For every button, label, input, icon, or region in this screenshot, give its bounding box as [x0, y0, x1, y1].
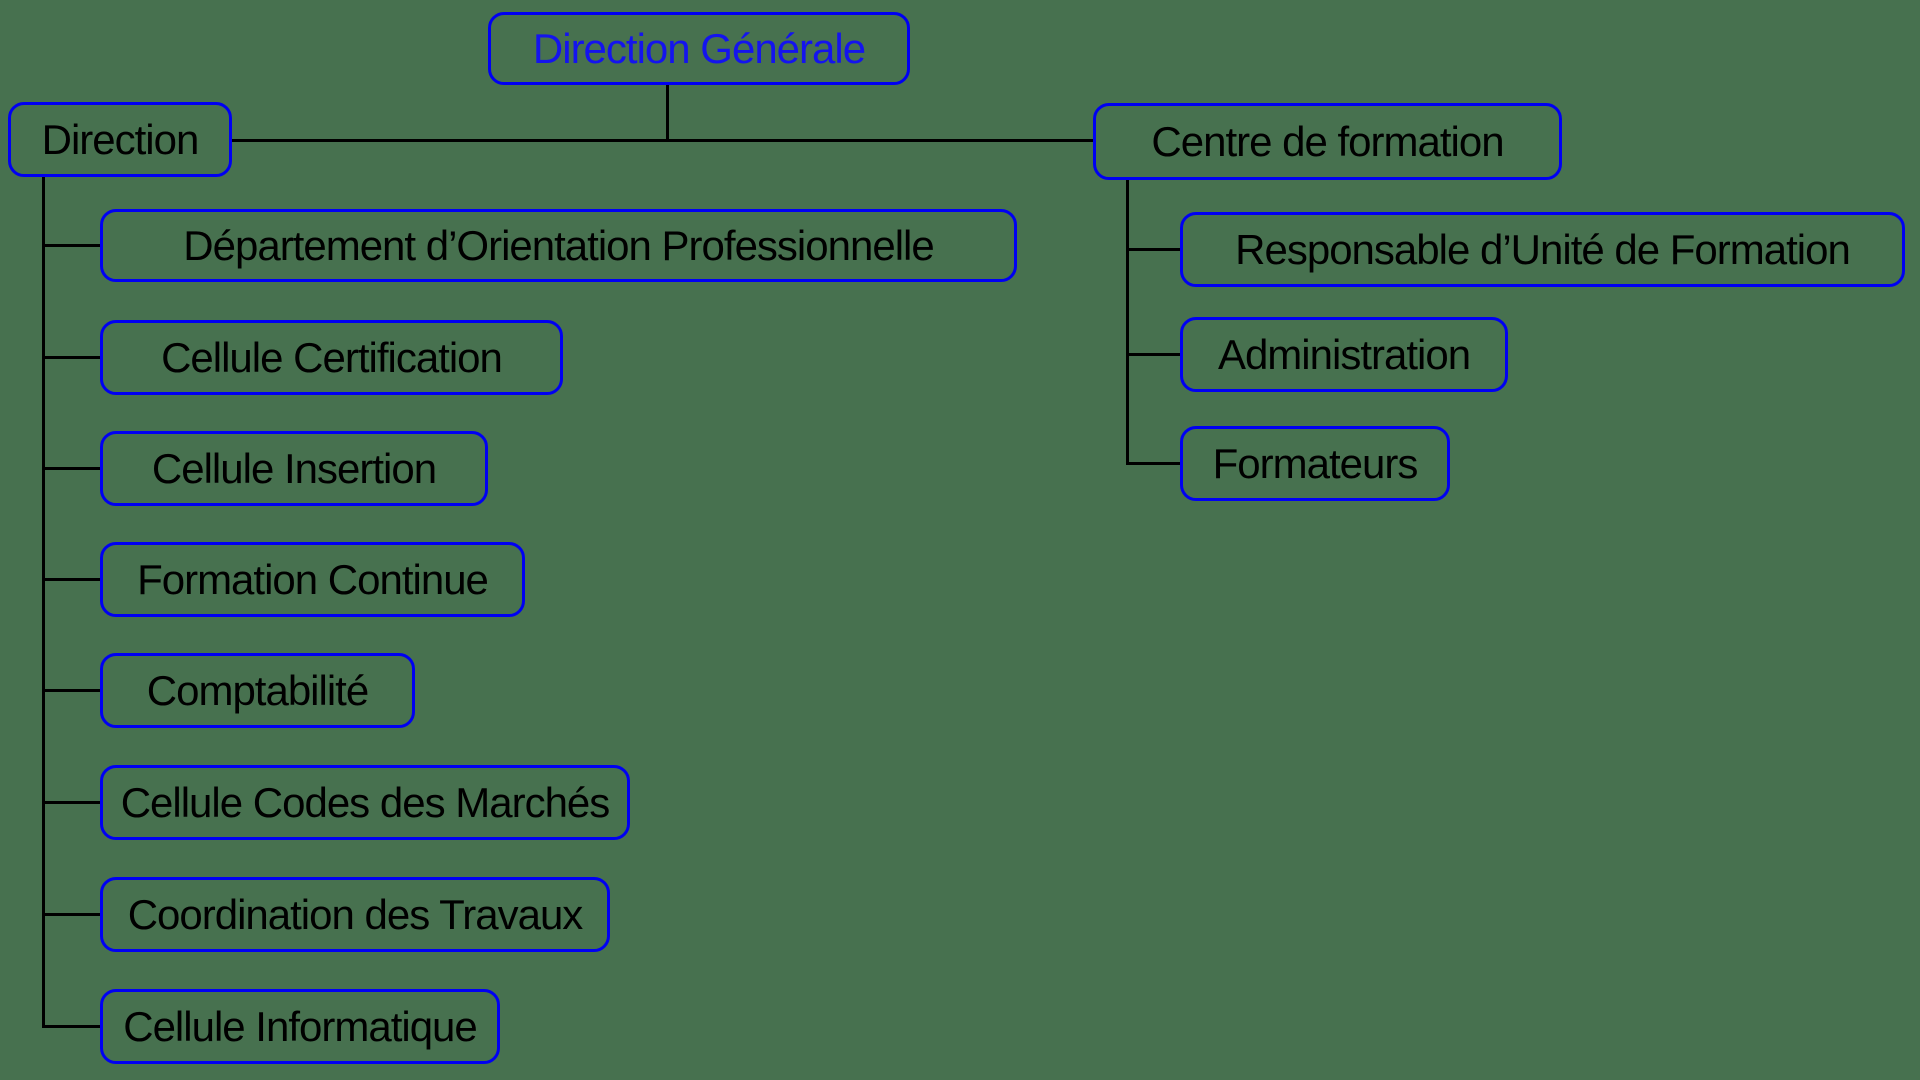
node-administration: Administration [1180, 317, 1508, 392]
node-departement-orientation-professionnelle: Département d’Orientation Professionnell… [100, 209, 1017, 282]
connector-left-tick-5 [42, 801, 100, 804]
connector-right-trunk [1126, 180, 1129, 465]
connector-left-tick-1 [42, 356, 100, 359]
node-cellule-insertion: Cellule Insertion [100, 431, 488, 506]
connector-right-tick-2 [1126, 462, 1180, 465]
connector-left-tick-2 [42, 467, 100, 470]
node-formateurs: Formateurs [1180, 426, 1450, 501]
connector-left-tick-3 [42, 578, 100, 581]
node-responsable-unite-de-formation: Responsable d’Unité de Formation [1180, 212, 1905, 287]
node-formation-continue: Formation Continue [100, 542, 525, 617]
connector-left-tick-4 [42, 689, 100, 692]
connector-right-tick-0 [1126, 248, 1180, 251]
node-cellule-informatique: Cellule Informatique [100, 989, 500, 1064]
connector-main-horizontal [232, 139, 1093, 142]
connector-root-drop [666, 85, 669, 142]
node-direction: Direction [8, 102, 232, 177]
node-coordination-des-travaux: Coordination des Travaux [100, 877, 610, 952]
connector-left-tick-7 [42, 1025, 100, 1028]
connector-right-tick-1 [1126, 353, 1180, 356]
node-cellule-certification: Cellule Certification [100, 320, 563, 395]
connector-left-trunk [42, 177, 45, 1028]
node-comptabilite: Comptabilité [100, 653, 415, 728]
connector-left-tick-6 [42, 913, 100, 916]
node-direction-generale: Direction Générale [488, 12, 910, 85]
node-centre-de-formation: Centre de formation [1093, 103, 1562, 180]
connector-left-tick-0 [42, 244, 100, 247]
node-cellule-codes-des-marches: Cellule Codes des Marchés [100, 765, 630, 840]
